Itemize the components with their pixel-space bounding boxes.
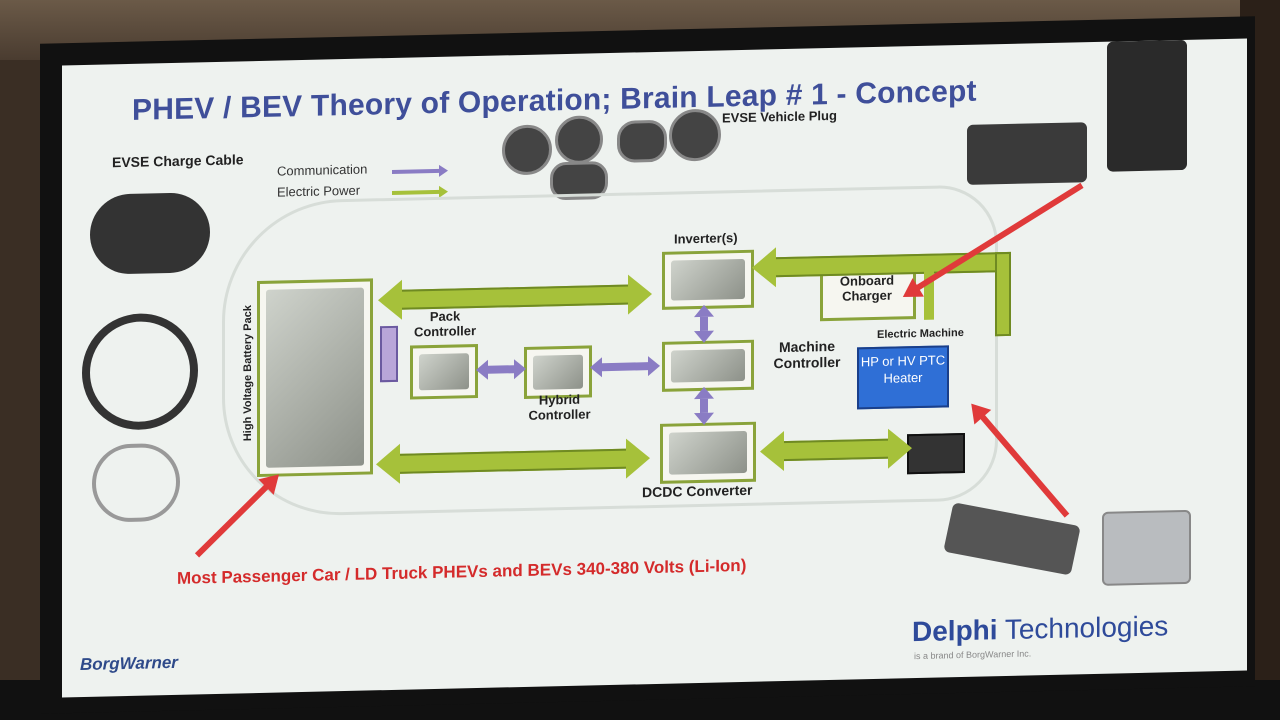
legend-power-arrow	[392, 189, 440, 195]
delphi-logo-rest: Technologies	[997, 610, 1169, 646]
charge-cable-image	[90, 192, 210, 275]
dcdc-converter-box	[660, 421, 756, 484]
delphi-logo: Delphi Technologies	[912, 610, 1168, 648]
plug-type1-icon	[502, 124, 552, 176]
comm-arrow-hybrid-machine	[590, 355, 660, 378]
legend-communication-arrow	[392, 168, 440, 174]
voltage-footnote: Most Passenger Car / LD Truck PHEVs and …	[177, 555, 747, 588]
inverter-label: Inverter(s)	[674, 230, 738, 247]
comm-arrow-inverter-machine	[694, 304, 714, 344]
delphi-logo-bold: Delphi	[912, 614, 998, 648]
evse-cable-label: EVSE Charge Cable	[112, 151, 244, 171]
battery-pack-box	[257, 278, 373, 478]
toaster-image	[1102, 509, 1191, 586]
12v-battery-image	[907, 432, 965, 475]
trickle-charger-image	[1107, 39, 1187, 172]
plug-ccs1-top-icon	[555, 115, 603, 165]
battery-charger-image	[967, 122, 1087, 185]
dcdc-converter-label: DCDC Converter	[642, 481, 753, 501]
slide-title: PHEV / BEV Theory of Operation; Brain Le…	[132, 74, 977, 127]
legend-communication-label: Communication	[277, 161, 368, 179]
slide: PHEV / BEV Theory of Operation; Brain Le…	[62, 38, 1247, 698]
evse-plug-label: EVSE Vehicle Plug	[722, 107, 837, 126]
usb-c-cable-image	[92, 442, 180, 523]
power-arrow-dcdc-12v	[760, 428, 912, 472]
machine-controller-label: Machine Controller	[773, 337, 841, 372]
legend-power-label: Electric Power	[277, 182, 361, 200]
electric-machine-label: Electric Machine	[877, 326, 964, 341]
hybrid-controller-label: Hybrid Controller	[528, 391, 591, 423]
plug-type2-icon	[669, 108, 721, 162]
power-line-vertical	[995, 251, 1011, 337]
comm-arrow-pack-hybrid	[476, 358, 526, 381]
battery-pack-label: High Voltage Battery Pack	[242, 304, 254, 442]
pack-controller-box	[410, 344, 478, 400]
pack-controller-label: Pack Controller	[413, 308, 477, 340]
machine-controller-box	[662, 339, 754, 392]
comm-arrow-machine-dcdc	[694, 386, 714, 426]
delphi-logo-subtitle: is a brand of BorgWarner Inc.	[914, 648, 1032, 662]
borgwarner-logo: BorgWarner	[80, 652, 178, 675]
usb-cable-image	[82, 312, 198, 431]
ptc-heater-box: HP or HV PTC Heater	[857, 345, 949, 410]
onboard-charger-label: Onboard Charger	[839, 272, 895, 304]
red-arrow-battery	[194, 482, 272, 558]
electric-machine-small-box	[380, 325, 398, 383]
inverter-box	[662, 249, 754, 310]
plug-chademo-icon	[617, 119, 667, 163]
